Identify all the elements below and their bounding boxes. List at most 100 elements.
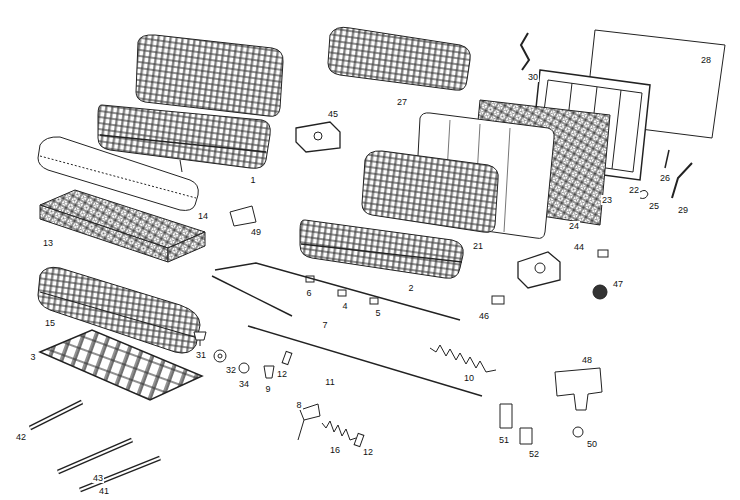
frame-strut — [612, 90, 621, 169]
callout-number: 5 — [374, 308, 381, 318]
callout-number: 24 — [568, 221, 580, 231]
callout-number: 6 — [305, 288, 312, 298]
seat-foot — [180, 160, 182, 172]
knob — [264, 366, 274, 378]
spring-side — [168, 232, 205, 262]
callout-number: 12 — [362, 447, 374, 457]
callout-number: 16 — [329, 445, 341, 455]
callout-number: 46 — [478, 311, 490, 321]
callout-number: 8 — [295, 400, 302, 410]
callout-number: 27 — [396, 97, 408, 107]
callout-number: 10 — [463, 373, 475, 383]
callout-number: 29 — [677, 205, 689, 215]
sleeve — [354, 433, 364, 446]
block — [492, 296, 504, 304]
pin — [665, 150, 669, 168]
backrest-cover — [328, 27, 470, 90]
rail — [30, 402, 82, 428]
bracket — [500, 404, 512, 428]
welt — [100, 135, 266, 152]
callout-number: 47 — [612, 279, 624, 289]
spring-frame — [40, 190, 205, 262]
callout-number: 2 — [407, 283, 414, 293]
clip — [640, 190, 648, 198]
latch-pivot — [535, 263, 545, 273]
latch-pivot — [314, 132, 322, 140]
spring — [322, 421, 356, 440]
callout-number: 23 — [601, 195, 613, 205]
clip — [338, 290, 346, 296]
callout-number: 31 — [195, 350, 207, 360]
callout-number: 42 — [15, 432, 27, 442]
sleeve — [282, 351, 292, 364]
callout-number: 45 — [327, 109, 339, 119]
welt — [301, 244, 462, 262]
washer — [214, 350, 226, 362]
grommet — [573, 427, 583, 437]
rail — [58, 440, 132, 472]
spring — [430, 345, 496, 372]
callout-number: 25 — [648, 201, 660, 211]
seat-rails — [30, 402, 160, 490]
cushion — [300, 220, 463, 278]
callout-number: 26 — [659, 173, 671, 183]
callout-number: 34 — [238, 379, 250, 389]
pad-welt — [40, 156, 196, 198]
washer-hole — [218, 354, 222, 358]
bracket — [230, 206, 256, 226]
nut — [239, 363, 249, 373]
callout-number: 1 — [249, 175, 256, 185]
callout-number: 41 — [98, 486, 110, 496]
callout-number: 32 — [225, 365, 237, 375]
callout-number: 22 — [628, 185, 640, 195]
hinge — [672, 163, 692, 198]
latch — [518, 252, 560, 288]
callout-number: 51 — [498, 435, 510, 445]
callout-number: 44 — [573, 242, 585, 252]
rod — [248, 326, 482, 396]
latches — [230, 122, 608, 304]
callout-number: 7 — [321, 320, 328, 330]
seat-cushion — [38, 267, 200, 353]
hinge — [521, 33, 529, 70]
brackets — [500, 368, 602, 444]
hinges — [521, 33, 692, 199]
callout-number: 4 — [341, 301, 348, 311]
backrest — [362, 151, 498, 232]
linkage — [194, 263, 496, 447]
callout-number: 13 — [42, 238, 54, 248]
front-seat — [300, 151, 498, 278]
callout-number: 30 — [527, 72, 539, 82]
callout-number: 28 — [700, 55, 712, 65]
knob — [593, 285, 607, 299]
callout-number: 9 — [264, 384, 271, 394]
cushion-welt — [40, 292, 198, 338]
callout-number: 21 — [472, 241, 484, 251]
bracket — [520, 428, 532, 444]
bench-seat — [98, 35, 283, 172]
backrest — [136, 35, 283, 116]
block — [598, 250, 608, 257]
screw — [194, 332, 206, 346]
rail — [80, 458, 160, 490]
callout-number: 52 — [528, 449, 540, 459]
clip — [370, 298, 378, 304]
rail — [58, 440, 132, 472]
plate — [555, 368, 602, 410]
seat-frame — [40, 330, 202, 400]
rod — [212, 276, 292, 316]
rail — [30, 402, 82, 428]
rail — [80, 458, 160, 490]
spring-front — [40, 205, 168, 262]
callout-number: 14 — [197, 211, 209, 221]
callout-number: 3 — [29, 352, 36, 362]
callout-number: 50 — [586, 439, 598, 449]
rod — [215, 263, 460, 320]
callout-number: 11 — [324, 377, 335, 387]
latch — [296, 122, 340, 152]
callout-number: 43 — [92, 473, 104, 483]
callout-number: 48 — [581, 355, 593, 365]
callout-number: 49 — [250, 227, 262, 237]
